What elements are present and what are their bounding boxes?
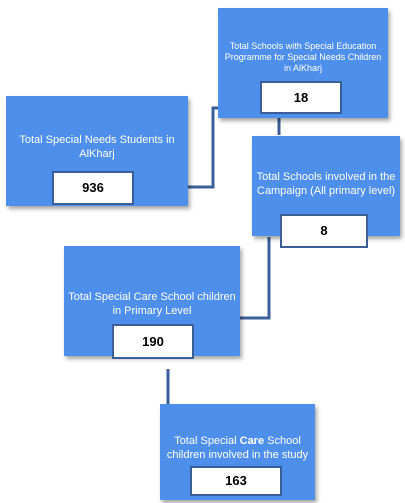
node-value: 8 [280, 214, 368, 248]
node-special-needs-students: Total Special Needs Students in AlKharj … [6, 96, 188, 206]
connector-campaign-to-primary [240, 237, 271, 320]
node-special-ed-schools: Total Schools with Special Education Pro… [218, 8, 388, 118]
node-title: Total Special Care School children invol… [164, 434, 311, 462]
node-value: 190 [112, 324, 194, 359]
node-value: 18 [260, 81, 342, 114]
node-title: Total Special Care School children in Pr… [68, 291, 236, 317]
node-campaign-schools: Total Schools involved in the Campaign (… [252, 136, 400, 248]
node-title: Total Schools with Special Education Pro… [224, 41, 382, 73]
node-study-children: Total Special Care School children invol… [160, 404, 315, 500]
node-title: Total Schools involved in the Campaign (… [256, 171, 396, 197]
title-part: Total Special [174, 435, 240, 447]
title-part: School children involved in the study [166, 435, 309, 461]
node-value: 936 [52, 171, 134, 205]
node-value: 163 [190, 466, 282, 496]
node-title: Total Special Needs Students in AlKharj [19, 134, 175, 160]
title-part-bold: Care [239, 435, 265, 447]
node-primary-care-children: Total Special Care School children in Pr… [64, 246, 240, 359]
connector-special-ed-to-students [188, 106, 218, 189]
